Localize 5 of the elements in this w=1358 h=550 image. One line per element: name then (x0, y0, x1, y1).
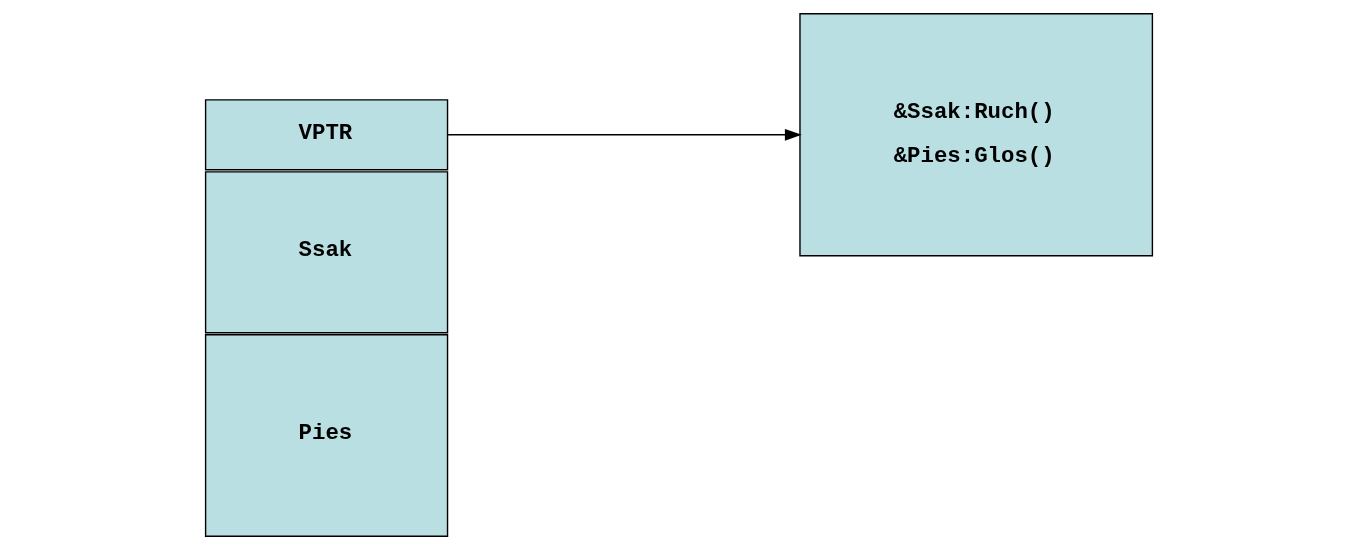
arrow (447, 128, 802, 141)
node-box: Pies (204, 334, 449, 537)
node-box: &Ssak:Ruch() &Pies:Glos() (799, 13, 1154, 257)
node-box: VPTR (204, 99, 449, 171)
node-box: Ssak (204, 171, 449, 334)
